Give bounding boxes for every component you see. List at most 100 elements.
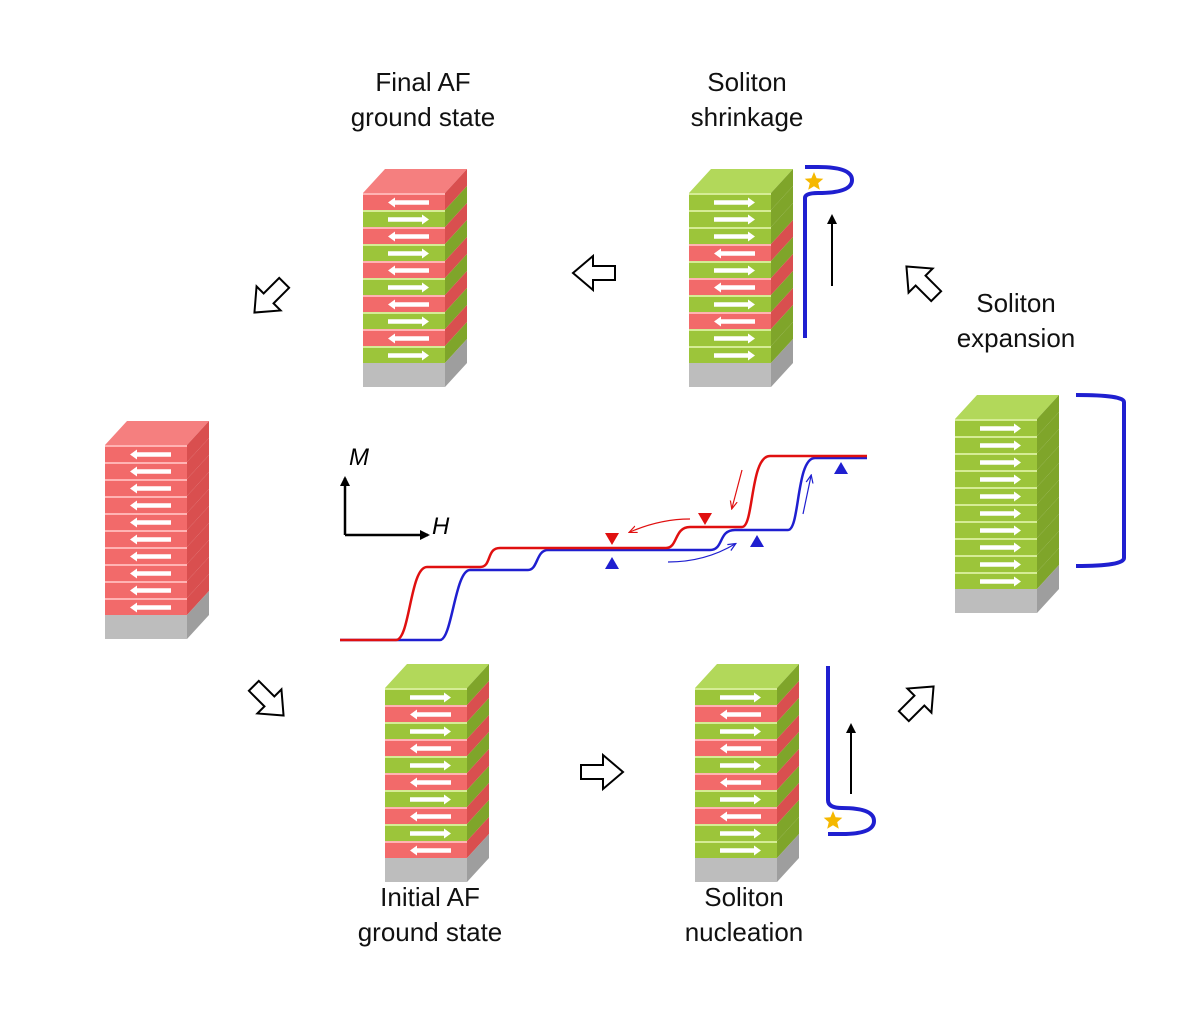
spin-left-arrow-icon — [130, 517, 171, 528]
layer-highlight — [695, 790, 777, 792]
layer-side — [467, 681, 489, 722]
spin-right-arrow-icon — [980, 423, 1021, 434]
layer-side — [1037, 497, 1059, 538]
spin-right-arrow-icon — [980, 474, 1021, 485]
spin-right-arrow-icon — [714, 333, 755, 344]
spin-right-arrow-icon — [388, 350, 429, 361]
substrate-side — [445, 339, 467, 387]
spin-right-arrow-icon — [714, 350, 755, 361]
layer-side — [771, 305, 793, 346]
layer-highlight — [955, 521, 1037, 523]
spin-left-arrow-icon — [388, 333, 429, 344]
layer-side — [445, 237, 467, 278]
spin-left-arrow-icon — [130, 449, 171, 460]
layer-side — [467, 766, 489, 807]
spin-right-arrow-icon — [410, 726, 451, 737]
spin-right-arrow-icon — [714, 231, 755, 242]
layer-side — [777, 749, 799, 790]
layer-highlight — [105, 513, 187, 515]
substrate-side — [187, 591, 209, 639]
layer-highlight — [689, 193, 771, 195]
spin-left-arrow-icon — [130, 500, 171, 511]
spin-left-arrow-icon — [130, 568, 171, 579]
substrate-front — [363, 363, 445, 387]
cycle-arrow-icon — [571, 253, 616, 293]
layer-highlight — [105, 598, 187, 600]
spin-left-arrow-icon — [720, 811, 761, 822]
layer-highlight — [385, 688, 467, 690]
layer-highlight — [363, 329, 445, 331]
triangle-up-blue — [834, 462, 848, 474]
layer-side — [467, 783, 489, 824]
layer-side — [445, 271, 467, 312]
substrate-front — [385, 858, 467, 882]
layer-highlight — [385, 790, 467, 792]
layer-highlight — [689, 346, 771, 348]
layer-side — [187, 438, 209, 479]
spin-left-arrow-icon — [410, 845, 451, 856]
spin-right-arrow-icon — [388, 282, 429, 293]
spin-left-arrow-icon — [720, 709, 761, 720]
layer-highlight — [385, 756, 467, 758]
layer-highlight — [385, 773, 467, 775]
triangle-down-red — [605, 533, 619, 545]
layer-highlight — [363, 295, 445, 297]
stack-final — [363, 169, 467, 387]
spin-left-arrow-icon — [720, 743, 761, 754]
magnetization-curve-blue — [340, 456, 867, 642]
spin-left-arrow-icon — [410, 709, 451, 720]
layer-highlight — [689, 210, 771, 212]
layer-side — [187, 421, 209, 462]
spin-right-arrow-icon — [720, 845, 761, 856]
sweep-arrow-blue — [802, 476, 811, 515]
spin-right-arrow-icon — [980, 491, 1021, 502]
layer-side — [771, 322, 793, 363]
cycle-arrow-icon — [897, 685, 935, 723]
stack-top-face — [363, 169, 467, 193]
spin-left-arrow-icon — [410, 777, 451, 788]
layer-highlight — [695, 756, 777, 758]
layer-side — [777, 800, 799, 841]
spin-right-arrow-icon — [720, 828, 761, 839]
layer-highlight — [363, 312, 445, 314]
triangle-up-blue — [750, 535, 764, 547]
layer-highlight — [695, 841, 777, 843]
layer-side — [1037, 395, 1059, 436]
layer-side — [445, 169, 467, 210]
layer-stacks — [105, 169, 1059, 882]
layer-highlight — [689, 329, 771, 331]
layer-side — [1037, 412, 1059, 453]
layer-highlight — [695, 688, 777, 690]
cycle-arrow-icon — [905, 265, 943, 303]
layer-highlight — [689, 312, 771, 314]
substrate-side — [777, 834, 799, 882]
layer-side — [771, 220, 793, 261]
layer-side — [771, 271, 793, 312]
substrate-side — [1037, 565, 1059, 613]
spin-right-arrow-icon — [980, 542, 1021, 553]
layer-highlight — [105, 462, 187, 464]
substrate-side — [771, 339, 793, 387]
layer-side — [777, 715, 799, 756]
stack-nucleation — [695, 664, 799, 882]
layer-side — [187, 506, 209, 547]
layer-side — [467, 715, 489, 756]
sweep-arrow-red — [630, 518, 691, 532]
layer-side — [467, 698, 489, 739]
spin-right-arrow-icon — [388, 248, 429, 259]
spin-right-arrow-icon — [410, 760, 451, 771]
spin-left-arrow-icon — [410, 743, 451, 754]
layer-side — [187, 523, 209, 564]
layer-highlight — [105, 547, 187, 549]
cycle-arrow-icon — [247, 679, 285, 717]
layer-side — [187, 489, 209, 530]
spin-right-arrow-icon — [980, 440, 1021, 451]
substrate-side — [467, 834, 489, 882]
spin-right-arrow-icon — [980, 457, 1021, 468]
layer-side — [771, 237, 793, 278]
layer-highlight — [363, 227, 445, 229]
layer-side — [445, 254, 467, 295]
layer-side — [777, 698, 799, 739]
